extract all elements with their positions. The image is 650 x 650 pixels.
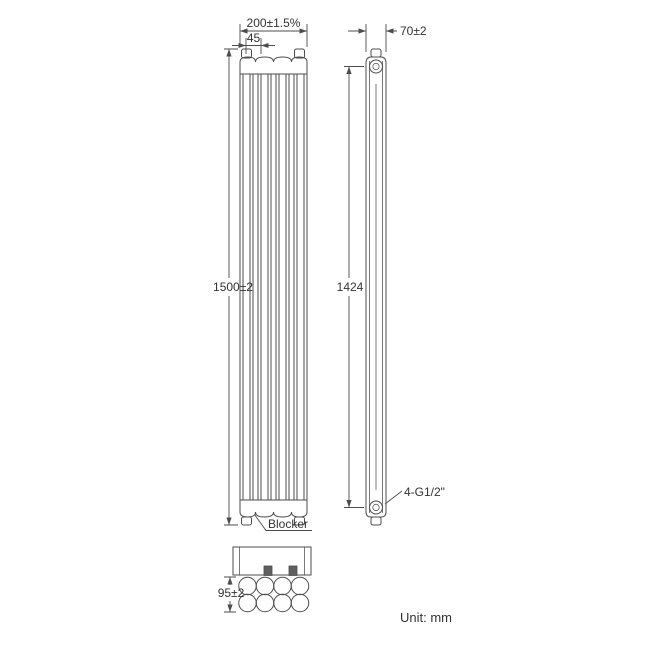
side-top-tapping-outer [369, 59, 383, 74]
arrowhead [238, 43, 246, 48]
arrowhead [386, 28, 394, 34]
arrowhead [226, 49, 232, 57]
thread-size-label: 4-G1/2" [404, 485, 445, 499]
side-bottom-tapping-inner [372, 503, 380, 512]
side-body-outline [365, 56, 387, 518]
side-top-plug [370, 48, 382, 58]
front-top-header [239, 56, 308, 75]
dim-side-height-lines [344, 66, 364, 508]
arrowhead [346, 500, 352, 508]
side-height-label: 1424 [337, 280, 364, 294]
front-bottom-left-plug [241, 516, 252, 526]
column-profiles [238, 576, 310, 613]
dim-front-height-lines [224, 48, 238, 526]
front-width-label: 200±1.5% [247, 16, 301, 30]
front-top-right-plug [294, 48, 305, 59]
arrowhead [299, 28, 307, 34]
arrowhead [346, 66, 352, 74]
arrowhead [226, 517, 232, 525]
unit-note: Unit: mm [400, 610, 452, 625]
side-bottom-plug [370, 516, 382, 526]
front-view [239, 48, 308, 526]
side-top-tapping-inner [372, 62, 380, 71]
front-bottom-header [239, 499, 308, 518]
thread-leader-line [384, 490, 403, 505]
dim-side-depth-lines [348, 24, 397, 52]
arrowhead [227, 577, 233, 585]
top-section-view [232, 546, 312, 613]
front-top-left-plug [241, 48, 252, 59]
blocker-label: Blocker [268, 517, 308, 531]
dimension-labels: 200±1.5% 45 1500±2 70±2 1424 Blocker 4-G… [213, 16, 452, 625]
front-columns [239, 74, 308, 500]
top-view-plate-lines [239, 547, 305, 575]
profile-depth-label: 95±2 [218, 586, 245, 600]
arrowhead [261, 43, 269, 48]
side-bottom-tapping-outer [369, 500, 383, 515]
top-view-right-connector [288, 565, 298, 576]
dimension-lines [224, 24, 403, 613]
arrowhead [227, 604, 233, 612]
side-depth-label: 70±2 [400, 24, 427, 38]
front-height-label: 1500±2 [213, 280, 253, 294]
dim-front-width-lines [239, 24, 308, 47]
arrowhead [358, 28, 366, 34]
arrowhead [240, 28, 248, 34]
blocker-leader-line [254, 514, 312, 531]
top-view-left-connector [263, 565, 273, 576]
column-spacing-label: 45 [247, 31, 261, 45]
side-view [365, 48, 387, 526]
front-bottom-right-plug [294, 516, 305, 526]
side-body-inner-lines [369, 61, 383, 513]
